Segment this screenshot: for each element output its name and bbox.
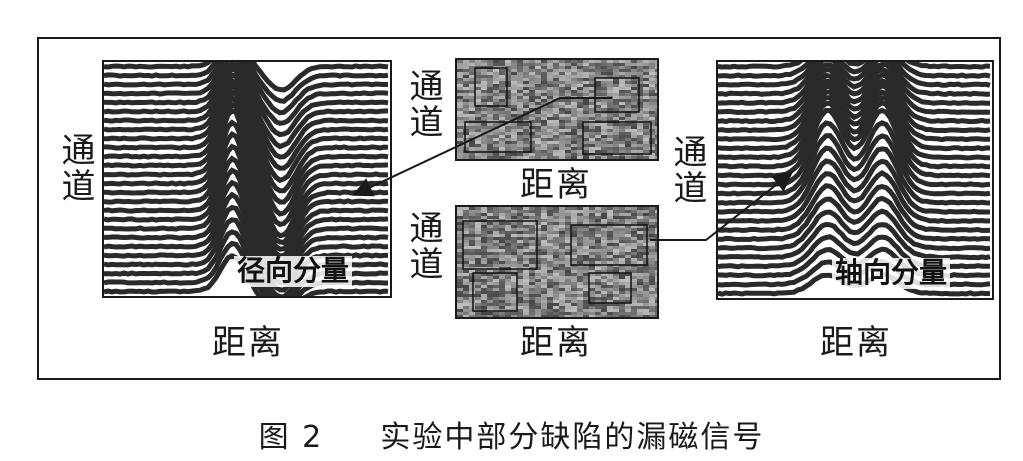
radial-ylabel: 通道 (55, 132, 95, 204)
center-top-xlabel: 距离 (520, 165, 592, 205)
radial-xlabel: 距离 (212, 323, 284, 363)
axial-xlabel: 距离 (820, 323, 892, 363)
center-bottom-image (457, 207, 657, 317)
figure-caption: 图 2 实验中部分缺陷的漏磁信号 (0, 412, 1023, 456)
radial-component-label: 径向分量 (234, 255, 353, 287)
axial-ylabel: 通道 (667, 134, 707, 206)
center-top-panel (455, 58, 659, 161)
figure-title: 实验中部分缺陷的漏磁信号 (380, 420, 765, 455)
center-top-image (457, 60, 657, 159)
axial-component-label: 轴向分量 (832, 257, 951, 289)
figure-number: 图 2 (258, 420, 324, 455)
figure-frame (37, 37, 1001, 380)
center-bottom-xlabel: 距离 (520, 323, 592, 363)
center-bottom-ylabel: 通道 (403, 210, 443, 282)
center-bottom-panel (455, 205, 659, 319)
center-top-ylabel: 通道 (403, 68, 443, 140)
